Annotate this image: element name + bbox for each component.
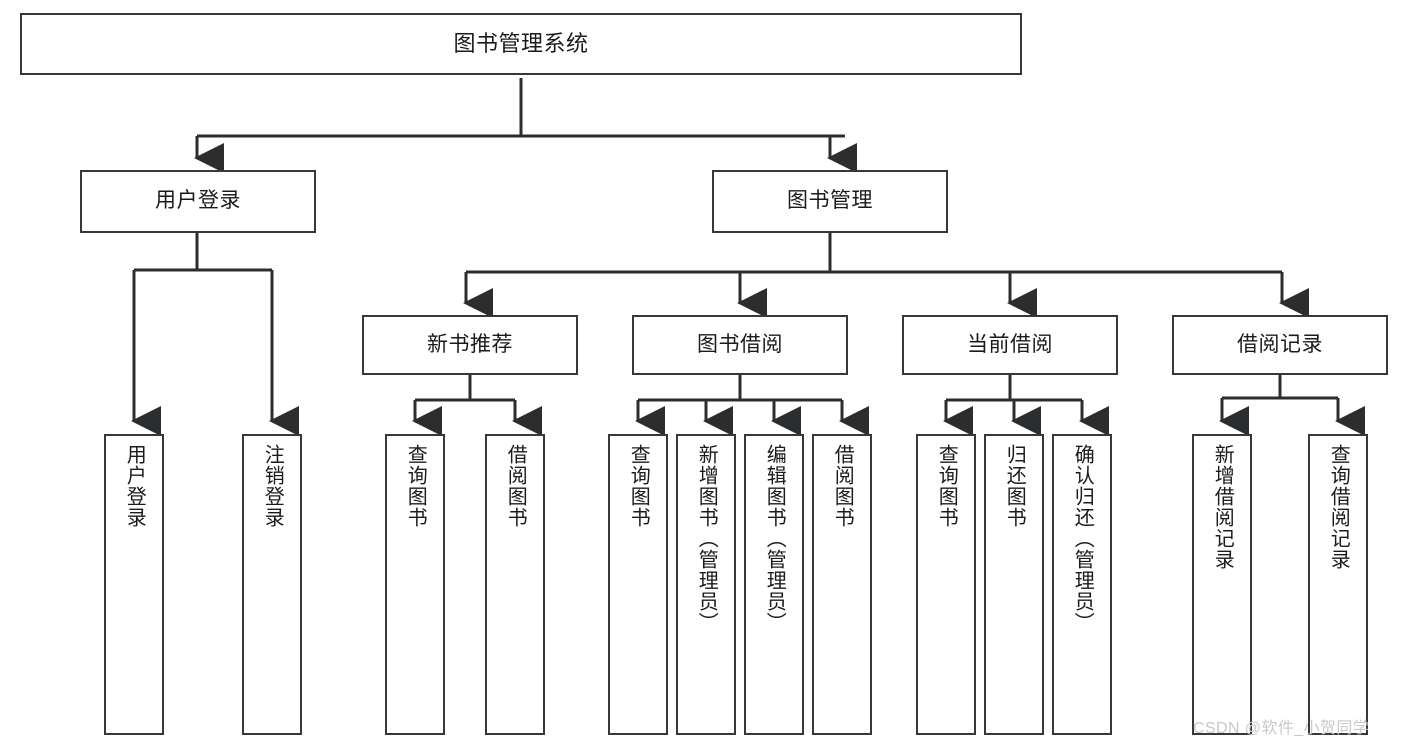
- node-current-borrow[interactable]: 当前借阅: [902, 315, 1118, 375]
- node-leaf-add-book[interactable]: 新增图书（管理员）: [676, 434, 736, 735]
- node-label-leaf-confirm-return: 确认归还（管理员）: [1071, 444, 1094, 633]
- node-root-system[interactable]: 图书管理系统: [20, 13, 1022, 75]
- node-label-leaf-query-book-3: 查询图书: [935, 444, 958, 528]
- node-leaf-user-login[interactable]: 用户登录: [104, 434, 164, 735]
- node-leaf-logout-login[interactable]: 注销登录: [242, 434, 302, 735]
- node-label-book-borrow: 图书借阅: [697, 332, 783, 356]
- node-leaf-return-book[interactable]: 归还图书: [984, 434, 1044, 735]
- node-label-leaf-borrow-book-2: 借阅图书: [831, 444, 854, 528]
- node-leaf-confirm-return[interactable]: 确认归还（管理员）: [1052, 434, 1112, 735]
- node-label-leaf-borrow-book-1: 借阅图书: [504, 444, 527, 528]
- node-label-leaf-user-login: 用户登录: [123, 444, 146, 528]
- node-leaf-query-record[interactable]: 查询借阅记录: [1308, 434, 1368, 735]
- node-label-leaf-return-book: 归还图书: [1003, 444, 1026, 528]
- node-label-leaf-edit-book: 编辑图书（管理员）: [763, 444, 786, 633]
- node-leaf-add-record[interactable]: 新增借阅记录: [1192, 434, 1252, 735]
- node-label-user-login: 用户登录: [155, 189, 241, 213]
- node-book-management[interactable]: 图书管理: [712, 170, 948, 233]
- node-leaf-borrow-book-2[interactable]: 借阅图书: [812, 434, 872, 735]
- node-label-leaf-add-book: 新增图书（管理员）: [695, 444, 718, 633]
- node-leaf-query-book-3[interactable]: 查询图书: [916, 434, 976, 735]
- node-label-leaf-query-book-2: 查询图书: [627, 444, 650, 528]
- node-new-book-recommend[interactable]: 新书推荐: [362, 315, 578, 375]
- node-label-borrow-record: 借阅记录: [1237, 332, 1323, 356]
- node-label-leaf-query-book-1: 查询图书: [404, 444, 427, 528]
- node-label-leaf-query-record: 查询借阅记录: [1327, 444, 1350, 570]
- node-leaf-query-book-1[interactable]: 查询图书: [385, 434, 445, 735]
- node-label-book-management: 图书管理: [787, 189, 873, 213]
- node-label-current-borrow: 当前借阅: [967, 332, 1053, 356]
- node-leaf-edit-book[interactable]: 编辑图书（管理员）: [744, 434, 804, 735]
- node-label-root: 图书管理系统: [453, 31, 589, 57]
- node-label-new-book-recommend: 新书推荐: [427, 332, 513, 356]
- node-label-leaf-logout-login: 注销登录: [261, 444, 284, 528]
- node-leaf-query-book-2[interactable]: 查询图书: [608, 434, 668, 735]
- node-user-login[interactable]: 用户登录: [80, 170, 316, 233]
- node-label-leaf-add-record: 新增借阅记录: [1211, 444, 1234, 570]
- node-book-borrow[interactable]: 图书借阅: [632, 315, 848, 375]
- node-borrow-record[interactable]: 借阅记录: [1172, 315, 1388, 375]
- node-leaf-borrow-book-1[interactable]: 借阅图书: [485, 434, 545, 735]
